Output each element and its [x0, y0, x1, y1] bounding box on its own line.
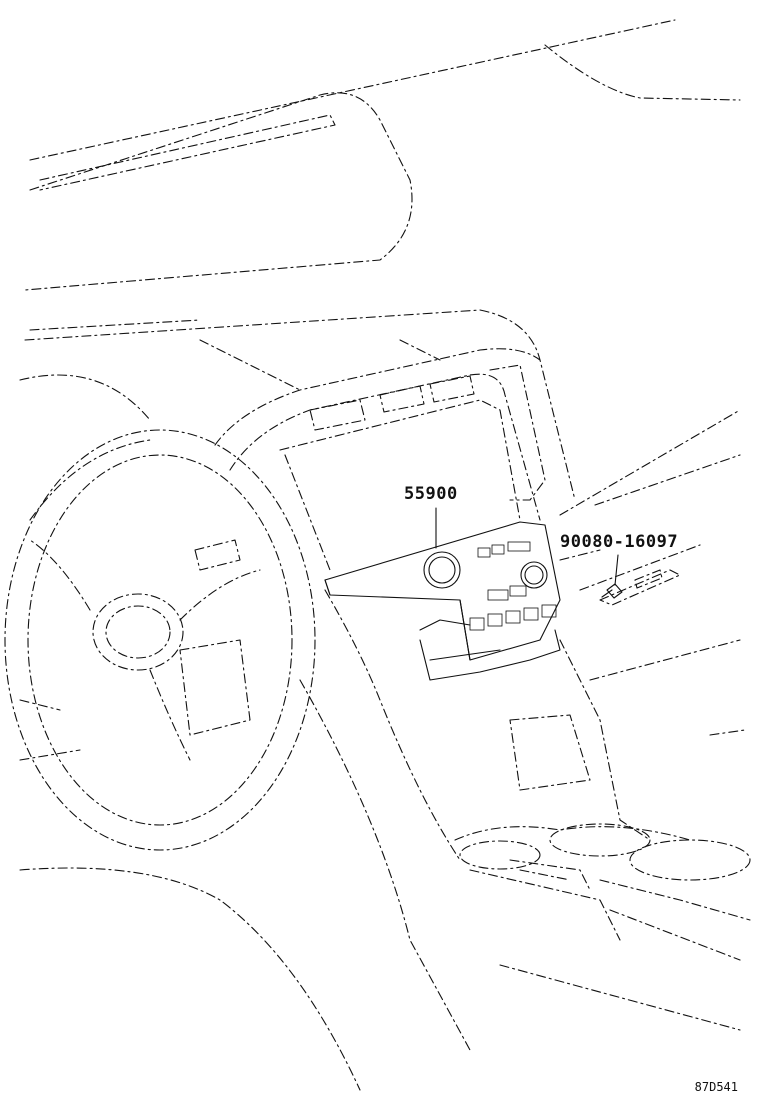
climate-control-panel	[324, 507, 561, 681]
center-console	[324, 589, 751, 1031]
part-number-55900: 55900	[404, 484, 458, 504]
door-trim	[559, 409, 746, 736]
part-number-90080-16097: 90080-16097	[560, 532, 679, 552]
steering-wheel	[4, 374, 316, 851]
windshield-outline	[24, 19, 741, 361]
diagram-code: 87D541	[694, 1080, 738, 1094]
lower-interior	[19, 679, 471, 1091]
center-stack	[199, 339, 576, 571]
screw-part	[579, 544, 701, 606]
